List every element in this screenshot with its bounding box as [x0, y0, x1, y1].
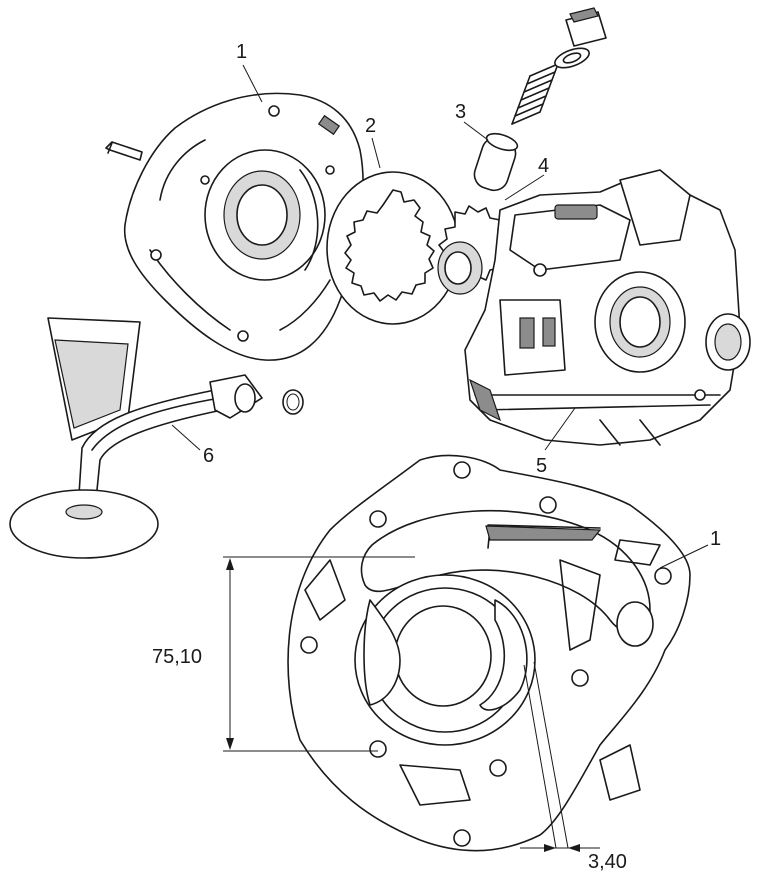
- dimension-height-label: 75,10: [152, 646, 202, 668]
- label-pump-body: 5: [536, 455, 547, 477]
- pump-cover-upper: [123, 92, 364, 361]
- relief-valve-assembly: [473, 7, 607, 192]
- label-outer-gear: 2: [365, 115, 376, 137]
- oil-pickup: [9, 317, 304, 559]
- inner-gear: [437, 205, 507, 295]
- dimension-height: [223, 556, 415, 752]
- label-oil-pickup: 6: [203, 445, 214, 467]
- leader-lines: [171, 64, 709, 569]
- label-cover-top: 1: [236, 41, 247, 63]
- label-cover-bottom: 1: [710, 528, 721, 550]
- label-piston: 3: [455, 101, 466, 123]
- spring: [511, 63, 559, 125]
- pump-cover-lower: [287, 454, 691, 852]
- dimension-gap-label: 3,40: [588, 851, 627, 873]
- dimension-gap: [520, 661, 600, 852]
- pump-body: [464, 169, 751, 446]
- label-inner-gear: 4: [538, 155, 549, 177]
- outer-gear-ring: [326, 171, 460, 325]
- bolt: [105, 141, 143, 161]
